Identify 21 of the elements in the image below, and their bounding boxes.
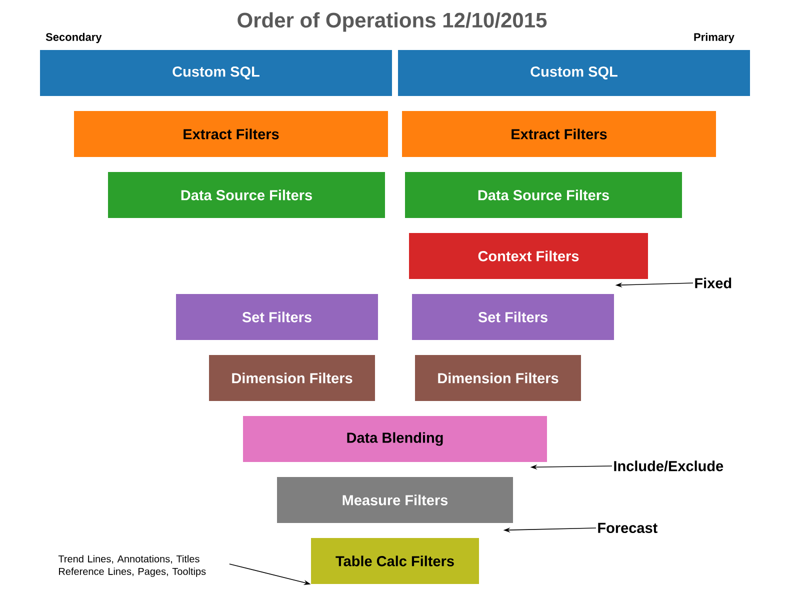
filter-bar: Set Filters bbox=[176, 294, 378, 340]
filter-bar: Data Blending bbox=[243, 416, 547, 462]
title: Order of Operations 12/10/2015 bbox=[238, 12, 547, 32]
callout-text: Include/Exclude bbox=[614, 460, 724, 472]
filter-bar: Custom SQL bbox=[398, 50, 750, 96]
filter-bar: Table Calc Filters bbox=[311, 538, 479, 584]
column-label: Secondary bbox=[46, 32, 102, 44]
filter-bar: Measure Filters bbox=[277, 477, 513, 523]
filter-bar: Context Filters bbox=[409, 233, 648, 279]
filter-bar: Custom SQL bbox=[40, 50, 392, 96]
filter-bar: Dimension Filters bbox=[209, 355, 375, 401]
callout-text: Forecast bbox=[598, 522, 658, 534]
callout-text: Fixed bbox=[695, 278, 732, 288]
filter-bar: Extract Filters bbox=[402, 111, 716, 157]
filter-bar: Data Source Filters bbox=[108, 172, 385, 218]
column-label: Primary bbox=[694, 32, 734, 44]
filter-bar: Extract Filters bbox=[74, 111, 388, 157]
filter-bar: Dimension Filters bbox=[415, 355, 581, 401]
filter-bar: Data Source Filters bbox=[405, 172, 682, 218]
note-text: Trend Lines, Annotations, Titles Reference Lines, Pages, Tooltips bbox=[58, 555, 206, 577]
filter-bar: Set Filters bbox=[412, 294, 614, 340]
